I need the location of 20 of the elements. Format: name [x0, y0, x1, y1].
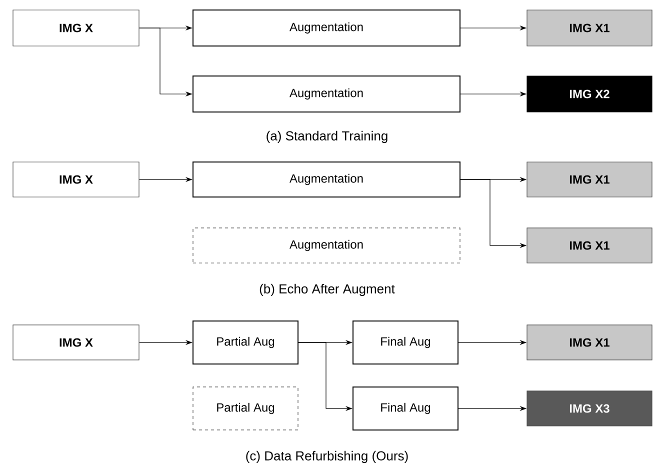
image-box: IMG X2 [526, 76, 652, 112]
image-box: IMG X1 [526, 228, 652, 264]
skipped-augmentation-box: Partial Aug [192, 386, 298, 430]
augmentation-box: Final Aug [352, 386, 458, 430]
augmentation-box: Augmentation [192, 162, 460, 198]
image-box: IMG X [12, 10, 140, 46]
caption: (a) Standard Training [266, 130, 388, 144]
image-box: IMG X1 [526, 324, 652, 360]
caption: (c) Data Refurbishing (Ours) [246, 450, 408, 464]
image-box: IMG X [12, 162, 140, 198]
image-box: IMG X1 [526, 162, 652, 198]
augmentation-box: Augmentation [192, 76, 460, 112]
caption: (b) Echo After Augment [260, 284, 395, 296]
augmentation-box: Partial Aug [192, 320, 298, 364]
image-box: IMG X [12, 324, 140, 360]
skipped-augmentation-box: Augmentation [192, 228, 460, 264]
augmentation-box: Final Aug [352, 320, 458, 364]
augmentation-box: Augmentation [192, 10, 460, 46]
image-box: IMG X3 [526, 390, 652, 426]
image-box: IMG X1 [526, 10, 652, 46]
